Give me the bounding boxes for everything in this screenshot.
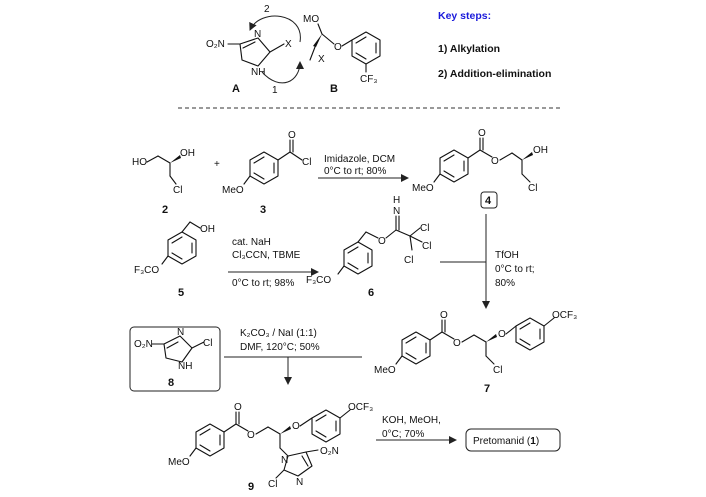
no2-label-8: O₂N: [134, 339, 153, 350]
compound-4-box: [480, 191, 498, 209]
r3-line3: 80%: [495, 278, 515, 289]
o-label-7c: O: [498, 329, 506, 340]
n-label-8: N: [177, 327, 184, 338]
o-label-9b: O: [247, 430, 255, 441]
compound-3-num: 3: [260, 204, 266, 216]
r4-line2: DMF, 120°C; 50%: [240, 342, 320, 353]
meo-label-3: MeO: [222, 185, 244, 196]
cf3-label-b: CF₃: [360, 74, 377, 85]
o-label-9a: O: [234, 402, 242, 413]
compound-4: O O OH Cl MeO 4: [412, 128, 548, 209]
compound-8-num: 8: [168, 377, 174, 389]
n-label-9b: N: [296, 477, 303, 488]
cl-label-8: Cl: [203, 338, 212, 349]
label-a: A: [232, 83, 240, 95]
cl-label-3: Cl: [302, 157, 311, 168]
cl-label-4: Cl: [528, 183, 537, 194]
r3-line2: 0°C to rt;: [495, 264, 535, 275]
n-label-6: N: [393, 206, 400, 217]
nh-label-a: NH: [251, 67, 265, 78]
product-close: ): [536, 436, 539, 447]
mo-label: MO: [303, 14, 319, 25]
compound-6: O N H Cl Cl Cl F₃CO 6: [306, 195, 431, 299]
no2-label-9: O₂N: [320, 446, 339, 457]
o-label-7b: O: [453, 338, 461, 349]
compound-4-num: 4: [485, 195, 492, 207]
product-label: Pretomanid (1): [473, 436, 539, 447]
ocf3-label-9: OCF₃: [348, 402, 373, 413]
compound-9: O O O OCF₃ N O₂N N Cl MeO 9: [168, 402, 373, 493]
arrow-2: [249, 15, 301, 43]
o-label-7a: O: [440, 310, 448, 321]
product-box: [465, 428, 561, 452]
cl-label-7: Cl: [493, 365, 502, 376]
oh-label-4: OH: [533, 145, 548, 156]
ho-label: HO: [132, 157, 147, 168]
x-label-a: X: [285, 39, 292, 50]
key-step-2: 2) Addition-elimination: [438, 68, 551, 80]
o-label-4a: O: [478, 128, 486, 139]
n-label-9a: N: [281, 455, 288, 466]
r2-line3: 0°C to rt; 98%: [232, 278, 294, 289]
compound-8-box: [129, 326, 221, 392]
label-b: B: [330, 83, 338, 95]
r2-line2: Cl₃CCN, TBME: [232, 250, 301, 261]
r5-line1: KOH, MeOH,: [382, 415, 441, 426]
o-label-3: O: [288, 130, 296, 141]
r5-line2: 0°C; 70%: [382, 429, 424, 440]
compound-9-num: 9: [248, 481, 254, 493]
compound-2-num: 2: [162, 204, 168, 216]
r1-line2: 0°C to rt; 80%: [324, 166, 386, 177]
plus-sign: +: [214, 159, 220, 170]
h-label-6: H: [393, 195, 400, 206]
compound-5: OH F₃CO 5: [134, 221, 215, 299]
key-step-1: 1) Alkylation: [438, 43, 500, 55]
meo-label-4: MeO: [412, 183, 434, 194]
r3-line1: TfOH: [495, 250, 519, 261]
f3co-label-6: F₃CO: [306, 275, 331, 286]
compound-8: N Cl O₂N NH 8: [129, 326, 221, 392]
oh-label-5: OH: [200, 224, 215, 235]
r1-line1: Imidazole, DCM: [324, 154, 395, 165]
ocf3-label-7: OCF₃: [552, 310, 577, 321]
product-name: Pretomanid (: [473, 436, 531, 447]
f3co-label-5: F₃CO: [134, 265, 159, 276]
nh-label-8: NH: [178, 361, 192, 372]
compound-3: O Cl MeO 3: [222, 130, 311, 216]
n-label: N: [254, 29, 261, 40]
r2-line1: cat. NaH: [232, 237, 271, 248]
compound-2: HO OH Cl 2: [132, 148, 195, 216]
cl-label-9: Cl: [268, 479, 277, 490]
cl-label-2: Cl: [173, 185, 182, 196]
arrow-1-label: 1: [272, 85, 278, 96]
o-label-9c: O: [292, 421, 300, 432]
oh-label-2: OH: [180, 148, 195, 159]
o-label-6: O: [378, 236, 386, 247]
fragment-a: O₂N N X NH A: [206, 29, 292, 95]
cl-label-6b: Cl: [422, 241, 431, 252]
key-steps-title: Key steps:: [438, 10, 491, 22]
cl-label-6a: Cl: [420, 223, 429, 234]
arrow-1: [261, 61, 304, 84]
o-label-b: O: [334, 42, 342, 53]
x-label-b: X: [318, 54, 325, 65]
compound-5-num: 5: [178, 287, 184, 299]
compound-7: O O O OCF₃ Cl MeO 7: [374, 310, 577, 395]
product-number: 1: [530, 436, 536, 447]
meo-label-7: MeO: [374, 365, 396, 376]
compound-6-num: 6: [368, 287, 374, 299]
arrow-2-label: 2: [264, 4, 270, 15]
r4-line1: K₂CO₃ / NaI (1:1): [240, 328, 317, 339]
compound-7-num: 7: [484, 383, 490, 395]
o-label-4b: O: [491, 156, 499, 167]
meo-label-9: MeO: [168, 457, 190, 468]
no2-label: O₂N: [206, 39, 225, 50]
fragment-b: MO O X CF₃ B: [303, 14, 381, 95]
cl-label-6c: Cl: [404, 255, 413, 266]
